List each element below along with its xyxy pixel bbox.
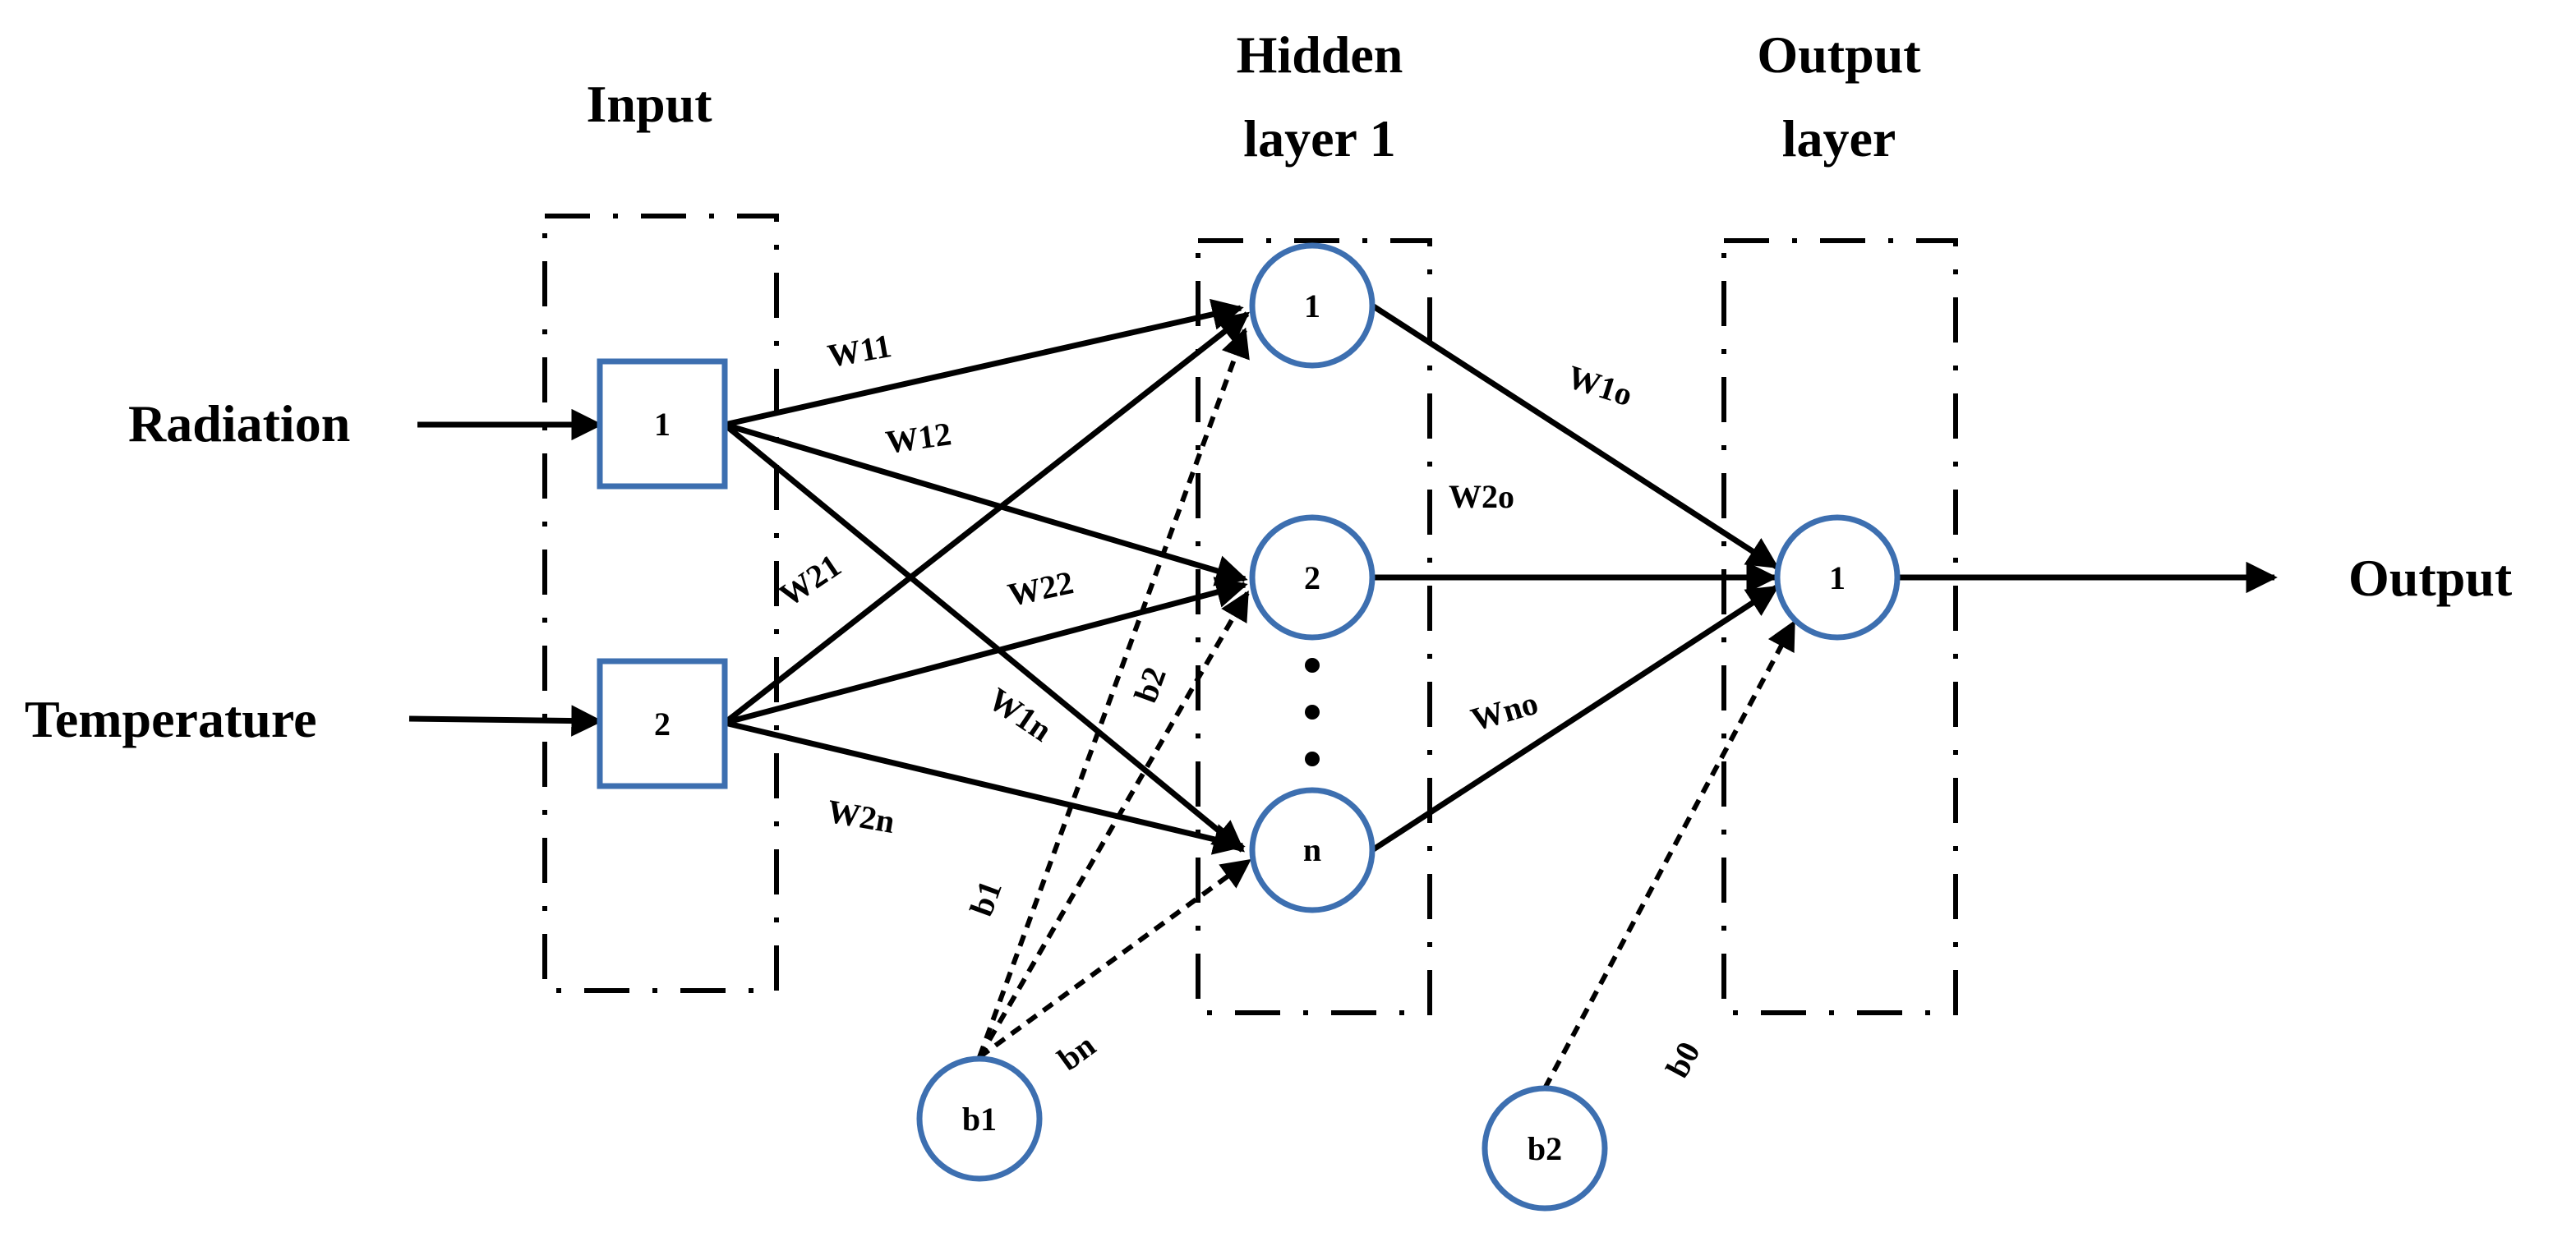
ellipsis-dot [1305,658,1320,673]
input-node-2 [597,658,728,789]
edge-temperature-to-input2 [408,705,603,737]
hidden-node-n-label: n [1303,831,1321,868]
hidden-node-1-label: 1 [1304,287,1320,324]
edge-w11 [724,298,1244,428]
edge-w12 [724,421,1248,586]
weight-label-w22: W22 [1005,563,1077,614]
weight-label-w2o: W2o [1449,478,1514,515]
edge-bias-bn [978,858,1251,1060]
weight-label-w1o: W1o [1563,358,1637,414]
hidden-layer-heading-line1: Hidden [1237,25,1403,84]
bias-weight-label-b2: b2 [1127,662,1173,707]
input-label-temperature: Temperature [25,690,317,748]
hidden-node-2 [1249,514,1376,641]
ellipsis-dot [1305,705,1320,720]
edge-w22 [724,577,1248,726]
hidden-node-1 [1249,242,1376,369]
edge-w2n [724,720,1246,855]
hidden-node-n [1249,787,1376,913]
bias-weight-label-b0: b0 [1658,1036,1707,1083]
edge-bias-b0 [1542,619,1796,1090]
output-node-1-label: 1 [1829,559,1846,596]
edge-w1o [1371,303,1780,569]
weight-label-w11: W11 [825,327,894,375]
input-layer-heading: Input [587,75,713,133]
bias-node-b2-label: b2 [1528,1130,1562,1167]
weight-label-w2n: W2n [824,793,897,841]
output-layer-frame [1721,238,1958,1015]
hidden-layer-frame [1196,238,1432,1015]
output-layer-heading-line1: Output [1757,25,1921,84]
hidden-node-2-label: 2 [1304,559,1320,596]
bias-node-b1-label: b1 [962,1101,997,1138]
bias-node-b1 [916,1055,1043,1182]
output-label: Output [2348,549,2513,607]
input-node-2-label: 2 [654,706,670,743]
edge-wno [1371,585,1780,853]
input-layer-frame [542,214,779,993]
input-label-radiation: Radiation [128,394,350,453]
output-node-1 [1774,514,1901,641]
edge-bias-b2 [977,590,1250,1059]
weight-label-w21: W21 [772,546,847,614]
hidden-layer-heading-line2: layer 1 [1243,109,1395,168]
edge-w1n [722,422,1245,853]
weight-label-w12: W12 [883,415,953,461]
weight-label-wno: Wno [1467,684,1541,738]
ellipsis-dot [1305,752,1320,766]
output-layer-heading-line2: layer [1782,109,1896,168]
bias-node-b2 [1482,1085,1608,1212]
input-node-1 [597,358,728,490]
bias-weight-label-b1: b1 [962,876,1009,921]
edge-bias-b1 [977,327,1250,1059]
input-node-1-label: 1 [654,406,670,443]
edge-w21 [722,311,1251,725]
bias-weight-label-bn: bn [1051,1027,1102,1078]
